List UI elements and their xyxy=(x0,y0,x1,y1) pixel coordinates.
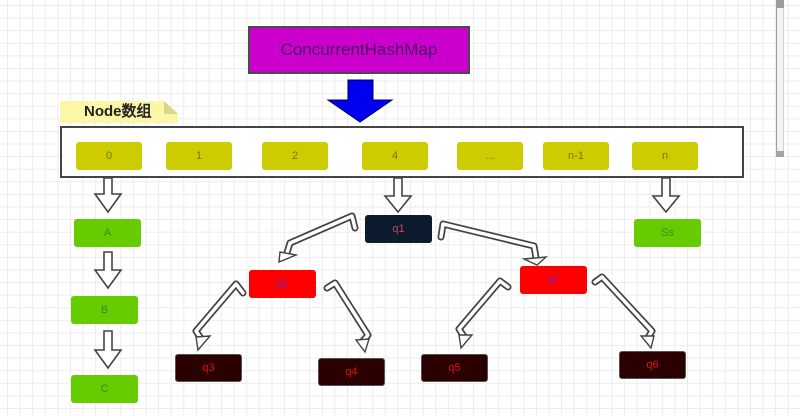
bent-arrow-icon-q7-q6 xyxy=(591,273,656,343)
node-label: q3 xyxy=(202,362,215,374)
tree-node-q7[interactable]: q7 xyxy=(520,266,587,294)
vertical-scrollbar[interactable] xyxy=(776,2,784,154)
array-cell-2[interactable]: 2 xyxy=(262,142,328,170)
array-cell-n[interactable]: n xyxy=(632,142,698,170)
array-cell-1[interactable]: 1 xyxy=(166,142,232,170)
scrollbar-bottom-cap[interactable] xyxy=(776,151,784,157)
down-arrow-icon-cell4 xyxy=(383,177,413,214)
node-array-note[interactable]: Node数组 xyxy=(60,101,178,123)
node-label: q4 xyxy=(345,366,358,378)
array-cell-n-minus-1[interactable]: n-1 xyxy=(543,142,609,170)
cell-label: 0 xyxy=(105,150,113,162)
bent-arrow-icon-q2-q3 xyxy=(192,280,247,344)
node-label: B xyxy=(100,304,109,316)
bent-arrow-icon-q1-q2 xyxy=(282,212,359,260)
arrowhead-q4 xyxy=(354,338,370,354)
arrowhead-q3 xyxy=(195,335,212,352)
array-cell-ellipsis[interactable]: ... xyxy=(457,142,523,170)
arrowhead-q7 xyxy=(521,256,549,266)
node-label: q1 xyxy=(392,223,405,235)
tree-node-q4[interactable]: q4 xyxy=(318,358,385,386)
main-down-arrow-icon xyxy=(326,79,394,123)
list-node-c[interactable]: C xyxy=(71,375,138,403)
tree-node-q3[interactable]: q3 xyxy=(175,354,242,382)
node-label: A xyxy=(103,227,112,239)
node-label: C xyxy=(100,383,109,395)
arrowhead-q5 xyxy=(458,334,474,350)
down-arrow-icon-b-to-c xyxy=(93,330,123,370)
note-label: Node数组 xyxy=(84,103,152,120)
bent-arrow-icon-q2-q4 xyxy=(323,279,372,346)
array-cell-4[interactable]: 4 xyxy=(362,142,428,170)
arrowhead-q2 xyxy=(278,251,299,264)
cell-label: 2 xyxy=(291,150,299,162)
cell-label: 1 xyxy=(195,150,203,162)
array-cell-0[interactable]: 0 xyxy=(76,142,142,170)
cell-label: n xyxy=(661,150,669,162)
cell-label: 4 xyxy=(391,150,399,162)
scrollbar-top-cap[interactable] xyxy=(776,0,784,8)
title-label: ConcurrentHashMap xyxy=(280,40,438,59)
down-arrow-icon-cell0 xyxy=(93,177,123,214)
list-node-a[interactable]: A xyxy=(74,219,141,247)
list-node-ss[interactable]: Ss xyxy=(634,219,701,247)
cell-label: n-1 xyxy=(568,150,584,162)
tree-node-q1[interactable]: q1 xyxy=(365,215,432,243)
bent-arrow-icon-q7-q5 xyxy=(455,277,512,342)
tree-node-q2[interactable]: q2 xyxy=(249,270,316,298)
bent-arrow-icon-q1-q7 xyxy=(437,220,540,262)
node-label: q5 xyxy=(448,362,461,374)
list-node-b[interactable]: B xyxy=(71,296,138,324)
down-arrow-icon-a-to-b xyxy=(93,251,123,290)
cell-label: ... xyxy=(485,150,495,162)
concurrenthashmap-title-box[interactable]: ConcurrentHashMap xyxy=(248,26,470,74)
node-label: q7 xyxy=(547,274,560,286)
node-label: q6 xyxy=(646,359,659,371)
node-label: Ss xyxy=(661,227,674,239)
arrowhead-q6 xyxy=(639,335,655,350)
down-arrow-icon-celln xyxy=(651,177,681,214)
tree-node-q6[interactable]: q6 xyxy=(619,351,686,379)
tree-node-q5[interactable]: q5 xyxy=(421,354,488,382)
node-label: q2 xyxy=(276,278,289,290)
